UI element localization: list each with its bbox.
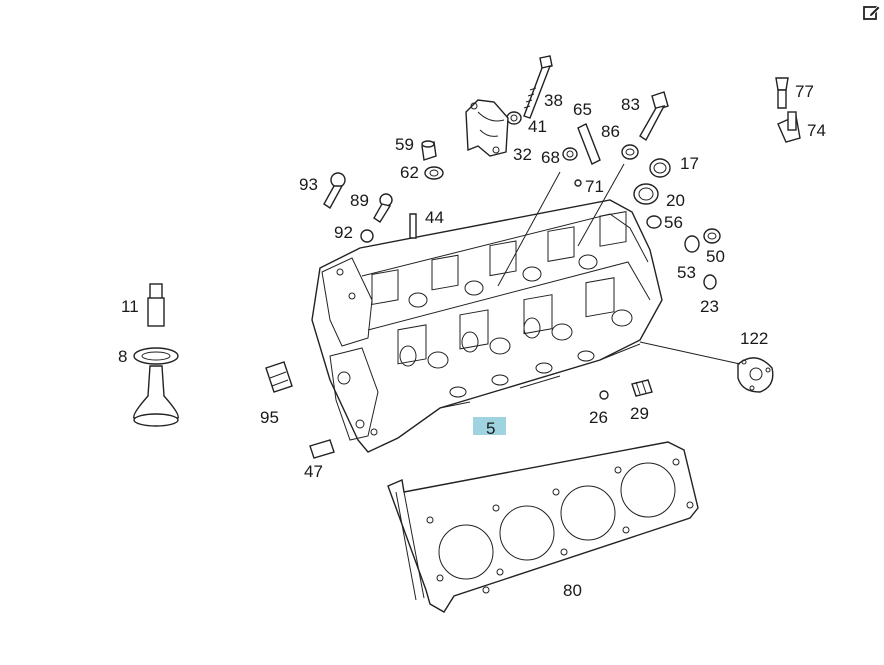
plug-23 xyxy=(703,274,717,290)
leader-lines xyxy=(497,163,741,365)
label-77: 77 xyxy=(795,82,814,101)
pin-77 xyxy=(775,77,789,109)
label-80: 80 xyxy=(563,581,582,600)
clip-95 xyxy=(265,361,293,393)
washer-68 xyxy=(562,147,578,161)
bolt-38 xyxy=(523,55,553,119)
label-83: 83 xyxy=(621,95,640,114)
label-74: 74 xyxy=(807,121,826,140)
ring-26 xyxy=(599,390,609,400)
nut-92 xyxy=(360,229,374,243)
label-95: 95 xyxy=(260,408,279,427)
label-26: 26 xyxy=(589,408,608,427)
washer-53 xyxy=(684,235,700,253)
plug-29 xyxy=(631,379,653,397)
label-89: 89 xyxy=(350,191,369,210)
label-5-highlight xyxy=(473,417,506,435)
label-62: 62 xyxy=(400,163,419,182)
bearing-cap-32 xyxy=(465,99,509,157)
label-56: 56 xyxy=(664,213,683,232)
label-59: 59 xyxy=(395,135,414,154)
label-71: 71 xyxy=(585,177,604,196)
dowel-47 xyxy=(309,439,335,459)
head-gasket xyxy=(387,441,699,613)
ring-56 xyxy=(646,215,662,229)
label-68: 68 xyxy=(541,148,560,167)
sleeve-59 xyxy=(421,140,437,161)
valve-8 xyxy=(133,347,179,427)
label-50: 50 xyxy=(706,247,725,266)
pin-44 xyxy=(409,213,417,239)
washer-62 xyxy=(621,144,639,160)
pin-86 xyxy=(577,123,601,165)
label-92: 92 xyxy=(334,223,353,242)
callout-labels: 38 41 32 65 86 83 77 74 59 62 68 71 17 9… xyxy=(118,82,826,600)
tappet-11 xyxy=(147,283,165,327)
plug-50 xyxy=(703,228,721,244)
label-8: 8 xyxy=(118,347,127,366)
cylinder-head xyxy=(311,199,663,453)
label-38: 38 xyxy=(544,91,563,110)
flange-122 xyxy=(737,357,774,393)
label-86: 86 xyxy=(601,122,620,141)
label-23: 23 xyxy=(700,297,719,316)
label-32: 32 xyxy=(513,145,532,164)
label-93: 93 xyxy=(299,175,318,194)
bolt-93 xyxy=(323,172,346,210)
label-41: 41 xyxy=(528,117,547,136)
label-44: 44 xyxy=(425,208,444,227)
plug-17 xyxy=(649,158,671,178)
label-11: 11 xyxy=(121,297,139,316)
label-17: 17 xyxy=(680,154,699,173)
label-5: 5 xyxy=(486,419,495,438)
ring-71 xyxy=(574,179,582,187)
bolt-83 xyxy=(639,91,669,142)
label-53: 53 xyxy=(677,263,696,282)
edit-icon[interactable] xyxy=(862,2,882,22)
bracket-74 xyxy=(777,111,801,143)
label-47: 47 xyxy=(304,462,323,481)
label-65: 65 xyxy=(573,100,592,119)
label-122: 122 xyxy=(740,329,768,348)
washer-41 xyxy=(506,111,522,125)
seal-20 xyxy=(633,183,659,205)
label-20: 20 xyxy=(666,191,685,210)
bolt-89 xyxy=(373,193,393,223)
washer-left-62 xyxy=(424,166,444,180)
label-29: 29 xyxy=(630,404,649,423)
